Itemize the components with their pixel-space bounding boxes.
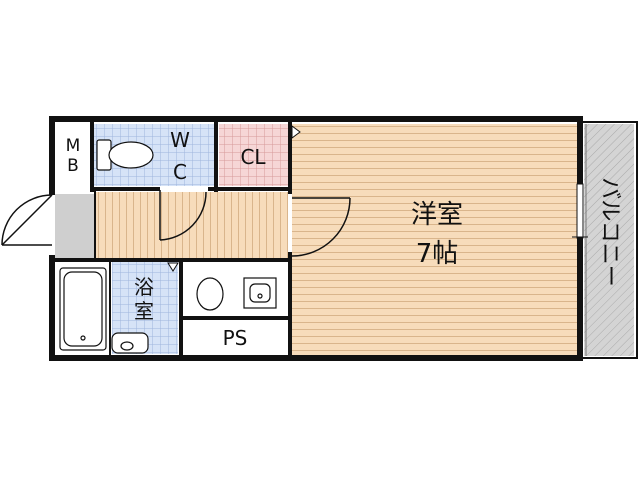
washing-machine-icon [196,277,224,311]
ps-label: PS [223,326,248,350]
closet-door [291,125,301,139]
closet-label: CL [240,145,266,169]
bath-sink-icon [111,332,149,354]
bath-label-line2: 室 [134,299,154,323]
entrance-door [1,194,53,246]
wc-door [159,190,207,241]
wc-label-line2: C [173,160,187,184]
ps-floor [186,320,286,354]
western-room-floor [292,124,578,356]
balcony-label: バルコニー [597,177,622,287]
entrance-floor [55,194,95,258]
toilet-icon [96,139,154,171]
wc-label-line1: W [170,128,190,152]
window [572,183,588,239]
mb-floor [55,124,92,186]
western-room-size: 7帖 [416,239,459,269]
walls [49,116,583,361]
bath-label-line1: 浴 [134,275,154,299]
balcony-outline [582,121,638,359]
closet-floor [219,124,289,186]
balcony-floor [584,124,634,356]
mb-label-line2: B [67,156,79,176]
mb-label-line1: M [66,136,81,156]
bathtub-icon [59,267,107,351]
wash-basin-icon [243,277,277,309]
room-door [291,197,351,257]
western-room-label: 洋室 [411,200,463,230]
vent-icon [167,262,179,272]
